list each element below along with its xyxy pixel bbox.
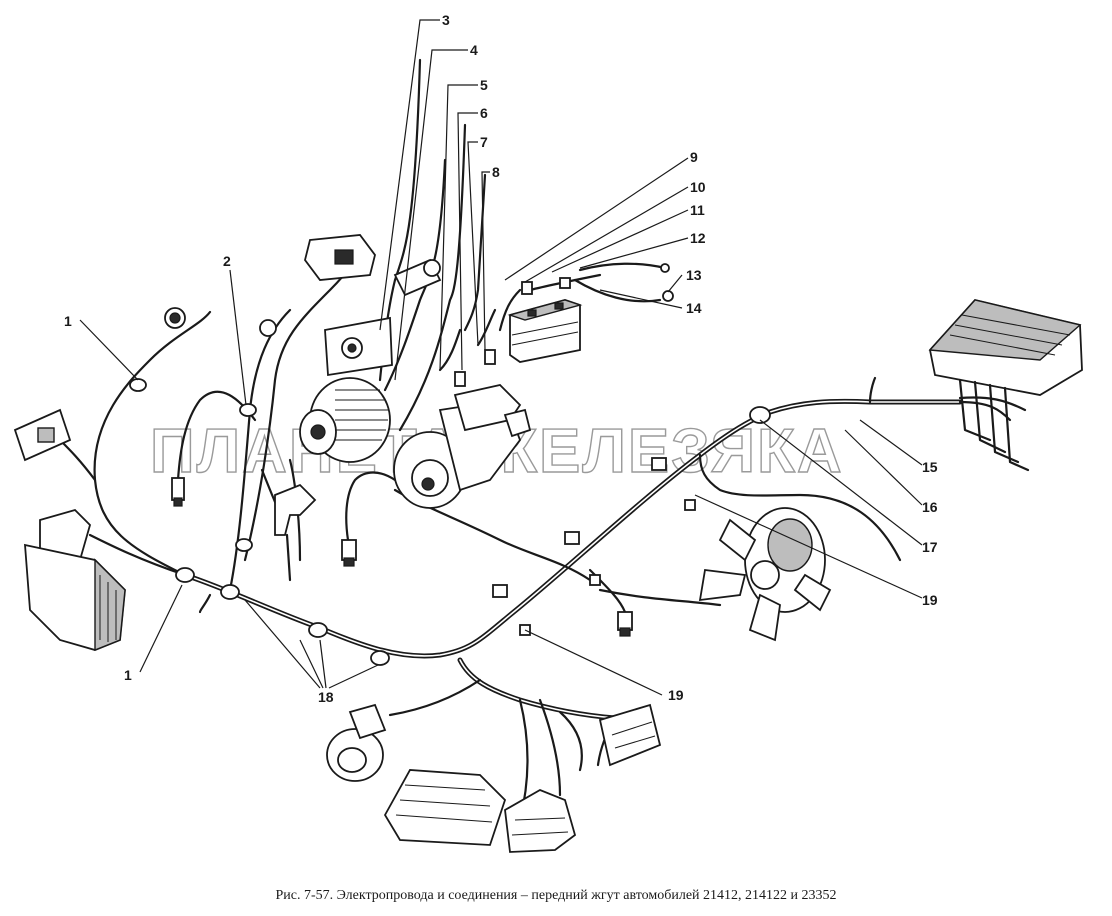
sender-bracket: [324, 316, 393, 377]
callout-14: 14: [686, 300, 702, 316]
harness-clips: [129, 378, 771, 666]
callout-16: 16: [922, 499, 938, 515]
leader-lines: [79, 19, 923, 696]
horn: [326, 703, 387, 782]
cooling-fan: [698, 507, 832, 642]
relay-module: [304, 234, 376, 281]
lamp-socket: [164, 307, 186, 329]
oil-pressure-sender: [393, 258, 442, 297]
callout-19-right: 19: [922, 592, 938, 608]
callout-5: 5: [480, 77, 488, 93]
callout-6: 6: [480, 105, 488, 121]
battery: [507, 299, 583, 363]
callout-2: 2: [223, 253, 231, 269]
side-marker-lamp: [13, 408, 72, 462]
headlamp-left: [24, 508, 126, 652]
coolant-temp-sensor: [341, 539, 357, 567]
callout-7: 7: [480, 134, 488, 150]
callout-19-lower: 19: [668, 687, 684, 703]
callout-15: 15: [922, 459, 938, 475]
headlamp-right: [383, 769, 507, 846]
callout-13: 13: [686, 267, 702, 283]
callout-3: 3: [442, 12, 450, 28]
ignition-distributor: [259, 319, 317, 582]
alternator: [299, 377, 391, 463]
turn-signal-lamp: [504, 789, 577, 853]
callout-1-bottom: 1: [124, 667, 132, 683]
fan-switch-sensor: [617, 611, 633, 637]
figure-caption: Рис. 7-57. Электропровода и соединения –…: [275, 888, 837, 903]
battery-terminals: [454, 263, 674, 387]
callout-4: 4: [470, 42, 478, 58]
callout-18: 18: [318, 689, 334, 705]
callout-17: 17: [922, 539, 938, 555]
temperature-sensor: [171, 477, 185, 507]
callout-8: 8: [492, 164, 500, 180]
fuse-box: [928, 299, 1083, 472]
callout-11: 11: [690, 202, 705, 218]
callout-1-top: 1: [64, 313, 72, 329]
callout-numbers: 1 1 2 3 4 5 6 7 8 9 10 11 12 13 14 15 16…: [64, 12, 938, 705]
callout-12: 12: [690, 230, 706, 246]
callout-10: 10: [690, 179, 706, 195]
starter-motor: [393, 384, 532, 509]
side-marker-lamp-right: [598, 703, 662, 767]
callout-9: 9: [690, 149, 698, 165]
